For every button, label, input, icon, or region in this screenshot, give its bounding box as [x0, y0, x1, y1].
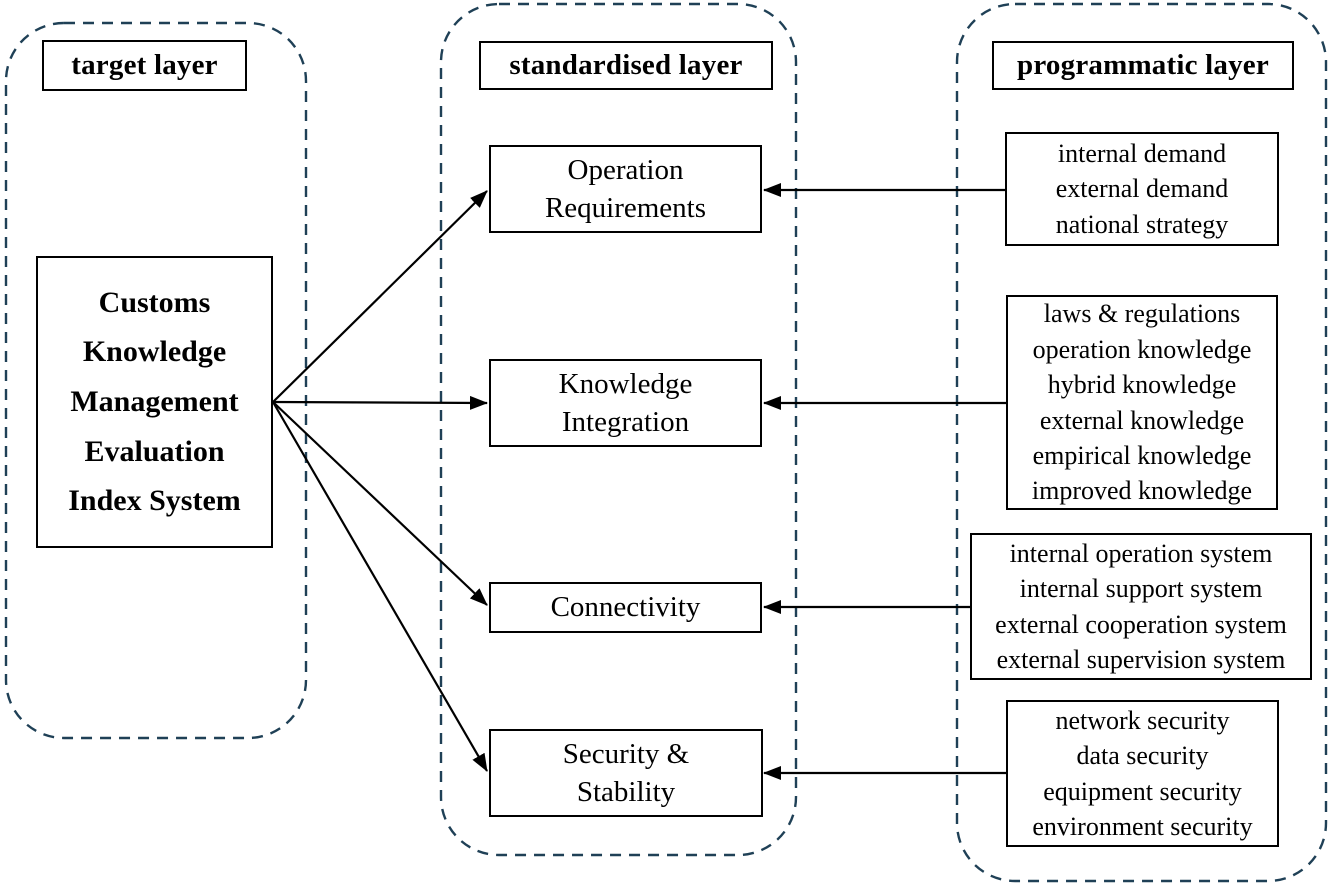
node-knowledge-integration: Knowledge Integration [489, 359, 762, 447]
node-line: Knowledge [558, 367, 693, 400]
connector-target-to-operation-requirements [272, 190, 488, 403]
target-layer-title: target layer [42, 40, 247, 91]
target-line: Index System [68, 484, 241, 518]
connector-target-to-knowledge-integration [272, 395, 488, 410]
node-line: Security & [562, 737, 690, 770]
node-demand-sources: internal demand external demand national… [1005, 132, 1279, 246]
node-connectivity: Connectivity [489, 582, 762, 633]
programmatic-layer-title: programmatic layer [992, 41, 1294, 90]
node-line: hybrid knowledge [1047, 370, 1237, 400]
target-line: Management [70, 384, 239, 418]
node-line: Connectivity [550, 591, 701, 624]
node-knowledge-sources: laws & regulations operation knowledge h… [1006, 295, 1278, 510]
node-security-aspects: network security data security equipment… [1006, 700, 1279, 847]
node-line: Operation [567, 153, 684, 186]
node-line: internal support system [1019, 574, 1263, 604]
target-line: Customs [98, 285, 211, 319]
target-layer-outline [4, 21, 308, 740]
programmatic-layer-outline [955, 2, 1328, 883]
node-line: environment security [1032, 811, 1253, 841]
node-line: operation knowledge [1032, 334, 1252, 364]
node-line: external demand [1055, 174, 1229, 204]
node-line: internal demand [1057, 138, 1227, 168]
node-line: external supervision system [996, 644, 1286, 674]
node-line: laws & regulations [1043, 299, 1241, 329]
connector-target-to-connectivity [272, 401, 488, 606]
node-line: data security [1076, 741, 1209, 771]
node-line: Stability [576, 776, 676, 808]
node-line: empirical knowledge [1032, 440, 1252, 470]
node-line: equipment security [1043, 776, 1242, 806]
node-line: Integration [561, 406, 690, 438]
node-line: national strategy [1055, 209, 1229, 239]
node-line: improved knowledge [1031, 476, 1253, 506]
node-customs-km-evaluation-index-system: Customs Knowledge Management Evaluation … [36, 256, 273, 548]
programmatic-layer-title-text: programmatic layer [1017, 49, 1269, 81]
standardised-layer-outline [439, 2, 798, 857]
node-line: external cooperation system [995, 609, 1287, 639]
node-line: network security [1055, 705, 1230, 735]
standardised-layer-title: standardised layer [479, 41, 773, 90]
target-layer-title-text: target layer [71, 49, 218, 81]
node-line: internal operation system [1009, 538, 1273, 568]
standardised-layer-title-text: standardised layer [509, 49, 743, 81]
node-line: external knowledge [1039, 405, 1245, 435]
node-operation-requirements: Operation Requirements [489, 145, 762, 233]
target-line: Evaluation [84, 434, 225, 468]
node-connected-systems: internal operation system internal suppo… [970, 533, 1312, 680]
node-line: Requirements [544, 192, 707, 224]
connector-target-to-security-stability [272, 401, 488, 772]
target-line: Knowledge [82, 335, 227, 369]
node-security-stability: Security & Stability [489, 729, 763, 817]
